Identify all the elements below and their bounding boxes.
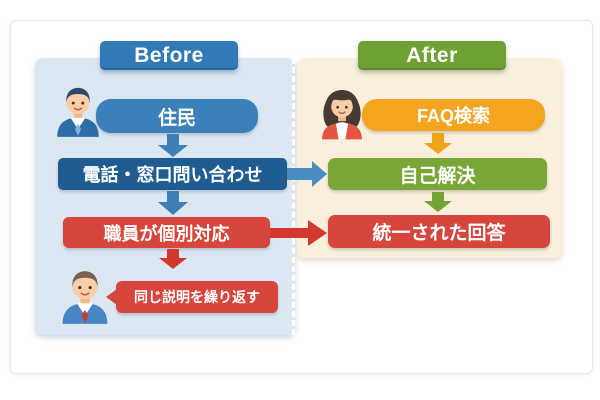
down-arrow-icon [424,192,452,212]
staff-to-unified-answer-arrow-icon [270,220,327,246]
down-arrow-icon [158,134,188,157]
step-label-faq-search: FAQ検索 [416,106,490,126]
before-header-badge: Before [100,41,238,70]
step-label-staff-individual-response: 職員が個別対応 [103,223,230,244]
after-header-label: After [406,43,458,67]
step-label-unified-answer: 統一された回答 [372,223,506,244]
step-label-phone-inquiry: 電話・窓口問い合わせ [82,165,263,185]
step-box-resident: 住民 [96,99,258,133]
speech-bubble-label: 同じ説明を繰り返す [134,289,260,305]
speech-bubble-tail [106,289,117,305]
after-header-badge: After [358,41,506,70]
step-label-self-solve: 自己解決 [399,165,476,187]
resident-woman-icon [322,89,362,140]
down-arrow-icon [159,249,187,269]
phone-to-self-solve-arrow-icon [287,161,327,187]
before-header-label: Before [134,43,204,67]
step-box-self-solve: 自己解決 [328,158,547,190]
down-arrow-icon [424,133,452,154]
step-box-unified-answer: 統一された回答 [328,215,550,248]
step-box-phone-inquiry: 電話・窓口問い合わせ [58,158,287,190]
staff-man-icon [62,271,108,324]
speech-bubble: 同じ説明を繰り返す [106,281,278,313]
down-arrow-icon [158,191,188,215]
step-box-faq-search: FAQ検索 [362,99,545,131]
resident-man-icon [57,87,99,137]
panel-divider-dashed-line [292,58,295,335]
step-box-staff-individual-response: 職員が個別対応 [63,217,270,248]
step-label-resident: 住民 [157,107,196,129]
